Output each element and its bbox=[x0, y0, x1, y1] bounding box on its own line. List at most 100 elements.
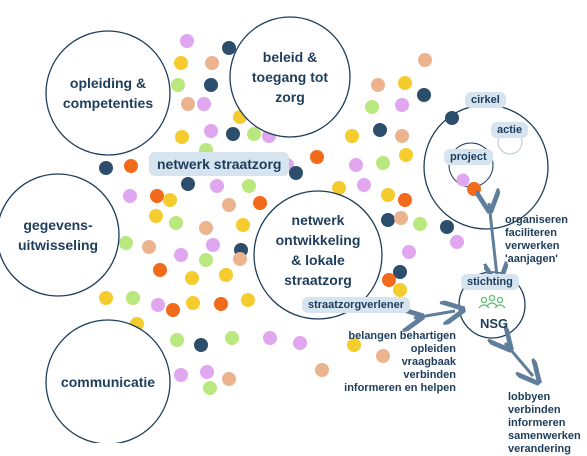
tag-stichting: stichting bbox=[461, 274, 519, 290]
dot-60 bbox=[394, 211, 408, 225]
dot-29 bbox=[289, 166, 303, 180]
dot-79 bbox=[194, 338, 208, 352]
dot-65 bbox=[393, 265, 407, 279]
dot-66 bbox=[382, 273, 396, 287]
dot-17 bbox=[365, 100, 379, 114]
dot-19 bbox=[417, 88, 431, 102]
dot-0 bbox=[180, 34, 194, 48]
dot-25 bbox=[376, 156, 390, 170]
dot-37 bbox=[242, 179, 256, 193]
dot-1 bbox=[222, 41, 236, 55]
dot-86 bbox=[376, 349, 390, 363]
dot-21 bbox=[373, 123, 387, 137]
dot-20 bbox=[418, 53, 432, 67]
dot-70 bbox=[151, 298, 165, 312]
diagram-graphics bbox=[0, 16, 549, 443]
dot-47 bbox=[174, 248, 188, 262]
dot-74 bbox=[241, 293, 255, 307]
dot-5 bbox=[204, 78, 218, 92]
dot-cloud bbox=[99, 34, 464, 395]
dot-13 bbox=[247, 127, 261, 141]
people-icon bbox=[478, 294, 506, 309]
dot-cirkel-lilac bbox=[456, 173, 470, 187]
dot-44 bbox=[149, 209, 163, 223]
dot-2 bbox=[174, 56, 188, 70]
dot-59 bbox=[381, 213, 395, 227]
dot-27 bbox=[310, 150, 324, 164]
dot-34 bbox=[150, 189, 164, 203]
dot-84 bbox=[293, 336, 307, 350]
dot-cirkel-orange bbox=[467, 182, 481, 196]
tag-netwerk-straatzorg: netwerk straatzorg bbox=[149, 152, 290, 176]
dot-51 bbox=[153, 263, 167, 277]
circle-opleiding bbox=[45, 30, 171, 156]
tag-project: project bbox=[444, 149, 493, 165]
dot-9 bbox=[175, 130, 189, 144]
dot-41 bbox=[169, 216, 183, 230]
dot-63 bbox=[450, 235, 464, 249]
label-beleid: beleid & toegang tot zorg bbox=[251, 49, 329, 105]
arrow-cirkel-nsg bbox=[489, 203, 497, 276]
dot-35 bbox=[181, 177, 195, 191]
dot-36 bbox=[210, 179, 224, 193]
diagram-canvas: opleiding & competenties beleid & toegan… bbox=[0, 16, 581, 455]
dot-8 bbox=[204, 124, 218, 138]
tag-actie: actie bbox=[491, 122, 529, 138]
dot-18 bbox=[395, 98, 409, 112]
dot-50 bbox=[185, 271, 199, 285]
dot-76 bbox=[225, 331, 239, 345]
dot-33 bbox=[123, 189, 137, 203]
dot-53 bbox=[219, 268, 233, 282]
text-belangen: belangen behartigen opleiden vraagbaak v… bbox=[344, 330, 456, 394]
dot-23 bbox=[395, 129, 409, 143]
dot-72 bbox=[186, 296, 200, 310]
circle-netwerk bbox=[253, 190, 383, 320]
dot-69 bbox=[126, 291, 140, 305]
arrow-nsg-lobby bbox=[505, 343, 533, 376]
nsg-label: NSG bbox=[480, 316, 509, 331]
label-gegevens: gegevens- uitwisseling bbox=[17, 217, 99, 253]
dot-46 bbox=[142, 240, 156, 254]
dot-73 bbox=[214, 297, 228, 311]
dot-48 bbox=[206, 238, 220, 252]
dot-71 bbox=[166, 303, 180, 317]
tag-straatzorgverlener: straatzorgverlener bbox=[302, 297, 410, 313]
dot-61 bbox=[413, 217, 427, 231]
dot-78 bbox=[170, 333, 184, 347]
dot-57 bbox=[381, 188, 395, 202]
dot-26 bbox=[349, 158, 363, 172]
dot-45 bbox=[119, 236, 133, 250]
label-netwerk: netwerk ontwikkeling & lokale straatzorg bbox=[275, 212, 361, 288]
dot-62 bbox=[440, 220, 454, 234]
circle-gegevens bbox=[0, 173, 120, 297]
dot-83 bbox=[203, 381, 217, 395]
dot-22 bbox=[345, 129, 359, 143]
dot-54 bbox=[233, 252, 247, 266]
dot-56 bbox=[357, 178, 371, 192]
arrow-straatzorgverlener-nsg bbox=[414, 311, 455, 318]
dot-81 bbox=[200, 365, 214, 379]
dot-39 bbox=[253, 196, 267, 210]
dot-12 bbox=[226, 127, 240, 141]
dot-3 bbox=[205, 56, 219, 70]
dot-15 bbox=[371, 78, 385, 92]
label-communicatie: communicatie bbox=[60, 374, 156, 390]
dot-67 bbox=[393, 283, 407, 297]
text-lobbyen: lobbyen verbinden informeren samenwerken… bbox=[508, 391, 581, 455]
dot-7 bbox=[197, 97, 211, 111]
dot-68 bbox=[99, 291, 113, 305]
dot-80 bbox=[174, 368, 188, 382]
dot-cirkel-navy bbox=[445, 111, 459, 125]
label-opleiding: opleiding & competenties bbox=[62, 75, 154, 111]
text-organiseren: organiseren faciliteren verwerken 'aanja… bbox=[505, 214, 568, 265]
dot-64 bbox=[402, 245, 416, 259]
tag-cirkel: cirkel bbox=[465, 92, 506, 108]
dot-77 bbox=[263, 331, 277, 345]
dot-85 bbox=[347, 338, 361, 352]
dot-82 bbox=[222, 372, 236, 386]
dot-58 bbox=[398, 193, 412, 207]
dot-52 bbox=[199, 253, 213, 267]
dot-31 bbox=[124, 159, 138, 173]
dot-42 bbox=[199, 221, 213, 235]
circle-beleid bbox=[229, 16, 351, 138]
